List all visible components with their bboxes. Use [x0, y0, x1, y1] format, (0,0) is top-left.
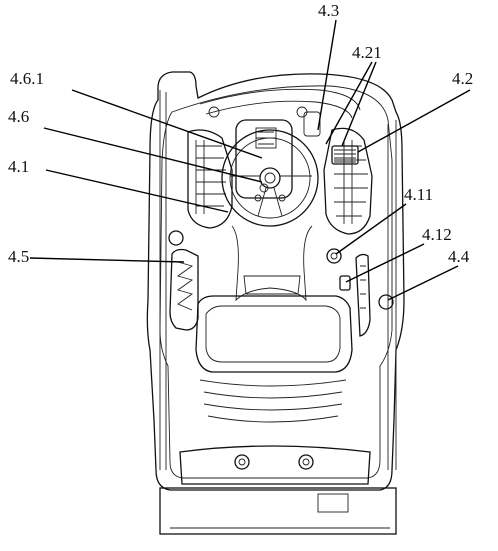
leader-4-4 — [387, 265, 459, 301]
callout-labels: 4.3 4.21 4.2 4.6.1 4.6 4.1 4.11 4.12 4.5… — [8, 1, 473, 266]
leader-4-11 — [335, 203, 407, 255]
left-knob — [168, 230, 184, 246]
callout-4-6: 4.6 — [8, 107, 29, 126]
callout-4-3: 4.3 — [318, 1, 339, 20]
leader-4-12 — [345, 243, 425, 283]
leader-4-21b — [341, 61, 377, 147]
callout-4-4: 4.4 — [448, 247, 470, 266]
callout-4-2: 4.2 — [452, 69, 473, 88]
leader-4-1 — [45, 169, 229, 213]
right-control-panel — [326, 248, 394, 337]
leader-4-5 — [29, 257, 185, 263]
left-tray — [169, 248, 199, 331]
callout-4-21: 4.21 — [352, 43, 382, 62]
callout-4-6-1: 4.6.1 — [10, 69, 44, 88]
leader-4-6-1 — [71, 89, 263, 159]
callout-4-5: 4.5 — [8, 247, 29, 266]
callout-4-11: 4.11 — [404, 185, 433, 204]
leader-4-3 — [317, 19, 337, 131]
pedal — [331, 145, 359, 165]
leader-4-21a — [325, 61, 373, 145]
seat — [195, 225, 353, 423]
steering-column — [235, 111, 321, 199]
right-floor-mat — [323, 127, 373, 235]
rear-bumper — [159, 445, 397, 535]
leader-4-6 — [43, 127, 263, 183]
hood-panel — [199, 88, 361, 119]
leader-4-2 — [357, 89, 471, 153]
leader-lines — [29, 19, 471, 301]
callout-4-12: 4.12 — [422, 225, 452, 244]
callout-4-1: 4.1 — [8, 157, 29, 176]
